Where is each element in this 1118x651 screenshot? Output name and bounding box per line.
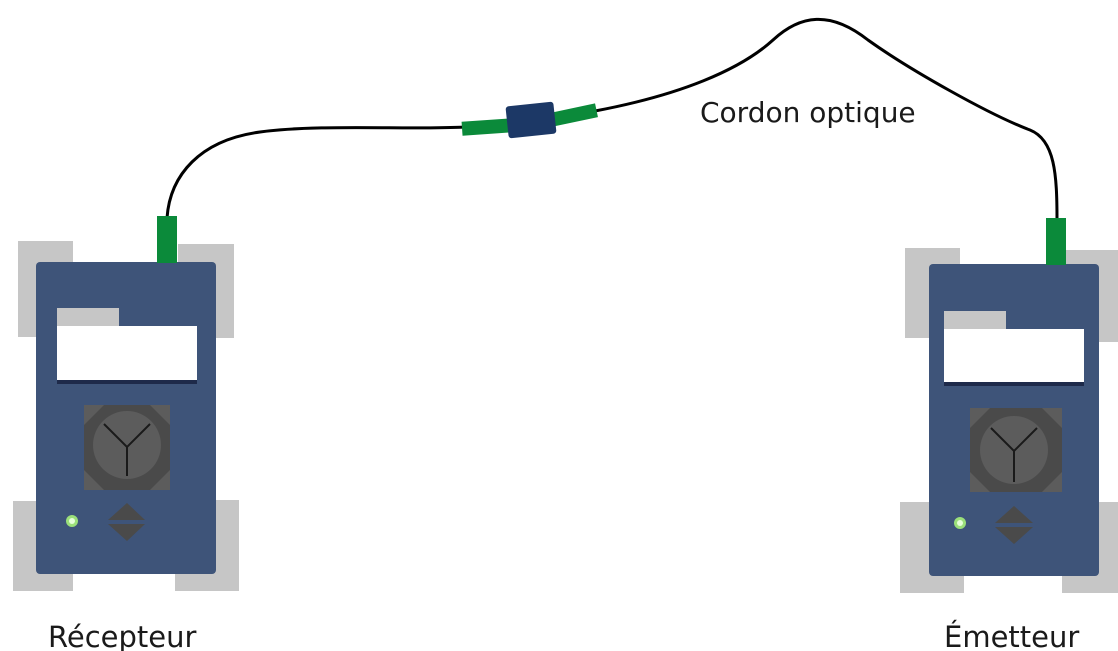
screen — [57, 326, 197, 380]
cable-label: Cordon optique — [700, 96, 916, 129]
receiver-device — [13, 216, 239, 591]
dpad-icon — [84, 405, 170, 490]
dpad-icon — [970, 408, 1062, 492]
optical-cable-right — [594, 17, 1059, 221]
screen-edge — [57, 380, 197, 384]
receiver-connector — [157, 216, 177, 263]
optical-cable — [165, 125, 466, 219]
coupler-body — [505, 101, 557, 139]
screen-tab — [944, 311, 1006, 331]
receiver-label: Récepteur — [48, 620, 196, 651]
emitter-device — [900, 218, 1118, 593]
fiber-coupler — [461, 101, 598, 139]
screen — [944, 329, 1084, 382]
up-down-arrows-icon — [108, 503, 145, 541]
screen-edge — [944, 382, 1084, 386]
emitter-label: Émetteur — [944, 620, 1079, 651]
up-down-arrows-icon — [995, 506, 1033, 544]
coupler-right-boot — [551, 103, 598, 127]
emitter-connector — [1046, 218, 1066, 265]
coupler-left-boot — [461, 118, 513, 136]
screen-tab — [57, 308, 119, 328]
